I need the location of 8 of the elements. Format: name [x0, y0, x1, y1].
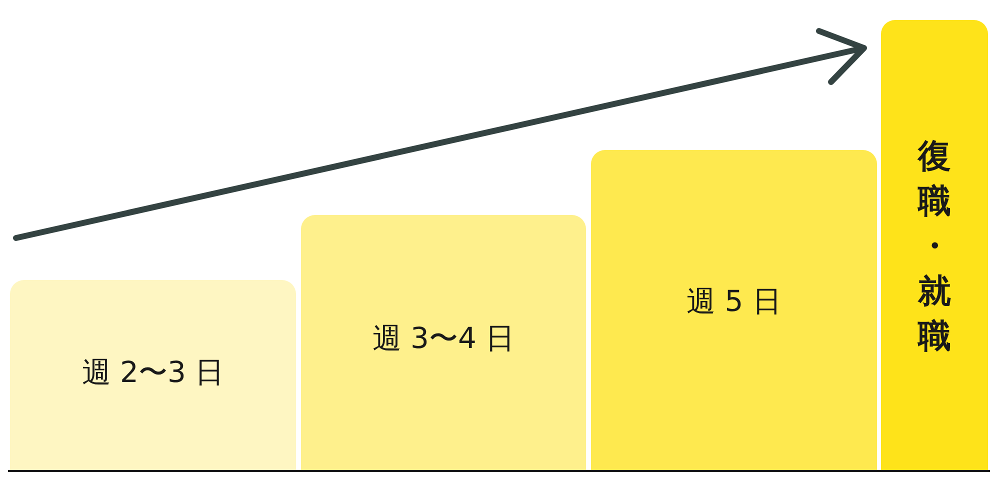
step-bar — [301, 215, 586, 470]
step-bar — [881, 20, 988, 470]
step-label: 週 3〜4 日 — [372, 322, 515, 354]
step-label: 復職・就職 — [918, 134, 951, 356]
step-label: 週 5 日 — [686, 286, 782, 318]
step-label: 週 2〜3 日 — [82, 357, 224, 389]
step-bar — [10, 280, 296, 470]
step-bar — [591, 150, 877, 470]
